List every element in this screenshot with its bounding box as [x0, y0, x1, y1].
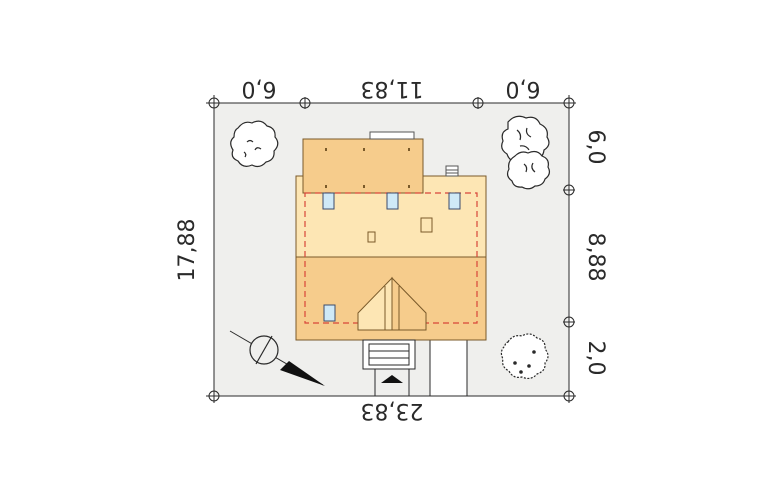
tree-icon: [506, 150, 551, 190]
roof-hatch-small: [367, 231, 376, 243]
dim-top-left: 6,0: [242, 76, 277, 101]
roof-windows: [322, 192, 461, 322]
entrance-arrow-icon: [381, 375, 403, 383]
dimension-markers: [208, 97, 575, 402]
tree-icon: [230, 120, 279, 168]
dim-bottom-total: 23,83: [361, 398, 424, 423]
entrance-steps: [362, 339, 416, 370]
dim-right-bottom: 2,0: [583, 341, 608, 376]
chimney-vent: [445, 165, 459, 177]
tree-icon: [501, 115, 550, 164]
tree-icon: [500, 333, 549, 380]
dim-right-top: 6,0: [583, 130, 608, 165]
dim-right-middle: 8,88: [583, 233, 608, 282]
dimension-lines: [206, 95, 576, 403]
dim-left-total: 17,88: [175, 219, 200, 282]
dim-top-right: 6,0: [506, 76, 541, 101]
chimney-top: [369, 131, 415, 140]
roof-ridge-block: [302, 138, 424, 194]
north-arrow-icon: [229, 330, 325, 386]
dim-top-middle: 11,83: [361, 76, 424, 101]
dormer-right: [391, 276, 427, 331]
roof-hatch: [420, 217, 433, 233]
driveway: [429, 338, 468, 397]
